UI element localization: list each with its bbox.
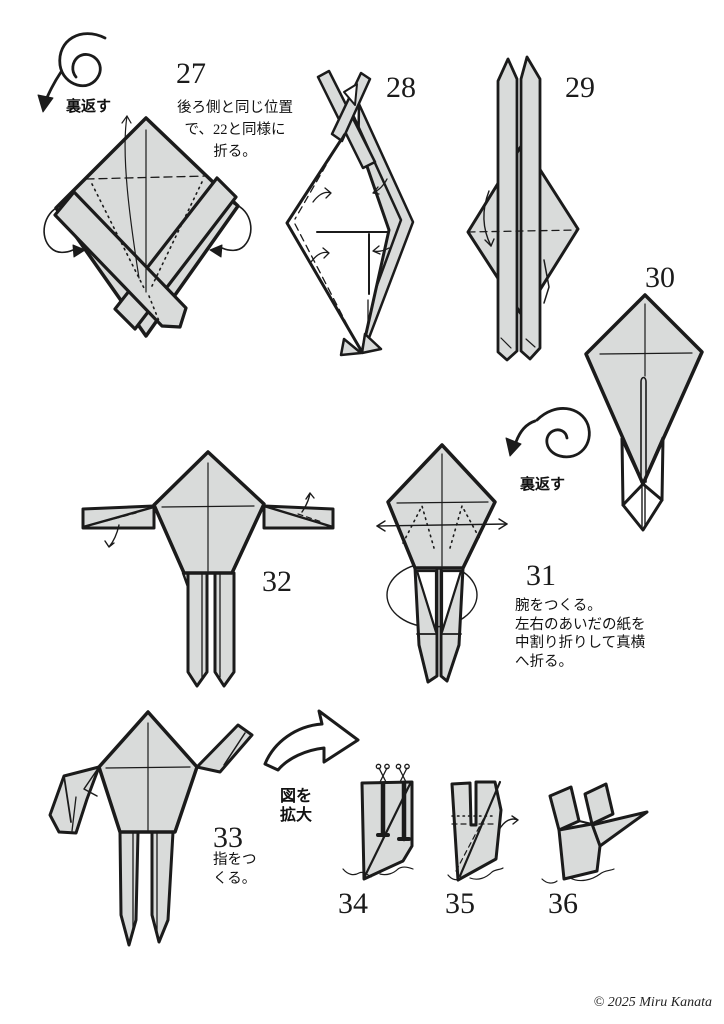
instruction-line: くる。 [213,871,257,887]
step-31-number: 31 [526,559,556,592]
step-30-number: 30 [645,261,675,294]
enlarge-label-line: 図を [279,786,312,805]
step-36-figure [541,782,649,884]
step-33-number: 33 [213,821,243,854]
enlarge-label: 図を 拡大 [272,786,320,824]
step-31-figure [376,443,508,684]
step-27-instructions: 後ろ側と同じ位置 で、22と同様に 折る。 [170,97,300,163]
step-33-figure [48,710,254,947]
step-29-number: 29 [565,71,595,104]
enlarge-arrow-icon [263,709,360,772]
instruction-line: へ折る。 [515,653,573,670]
flip-over-icon-middle [505,407,591,459]
flip-over-label-middle: 裏返す [520,475,566,493]
instruction-line: 後ろ側と同じ位置 [177,100,293,116]
scissors-icon [375,763,390,783]
instruction-line: 左右のあいだの紙を [515,616,646,633]
step-35-figure [447,780,519,882]
enlarge-label-line: 拡大 [279,805,312,824]
step-36-number: 36 [548,887,578,920]
step-29-figure [466,55,580,362]
step-34-figure [342,763,414,881]
step-32-number: 32 [262,565,292,598]
instruction-line: 中割り折りして真横 [515,635,646,651]
step-32-figure [81,450,335,688]
instruction-line: 腕をつくる。 [515,598,602,614]
step-34-number: 34 [338,887,368,920]
step-35-number: 35 [445,887,475,920]
instruction-line: で、22と同様に [184,122,286,138]
flip-over-icon-top [37,32,107,113]
step-31-instructions: 腕をつくる。 左右のあいだの紙を 中割り折りして真横 へ折る。 [515,597,646,671]
step-27-figure [43,115,252,338]
step-28-number: 28 [386,71,416,104]
step-33-instructions: 指をつ くる。 [213,851,257,889]
instruction-line: 折る。 [213,144,257,160]
step-30-figure [584,293,704,532]
step-28-figure [285,69,415,357]
flip-over-label-top: 裏返す [66,97,112,115]
instruction-line: 指をつ [213,852,257,868]
step-27-number: 27 [176,57,206,90]
scissors-icon [395,763,410,783]
copyright: © 2025 Miru Kanata [593,995,712,1010]
